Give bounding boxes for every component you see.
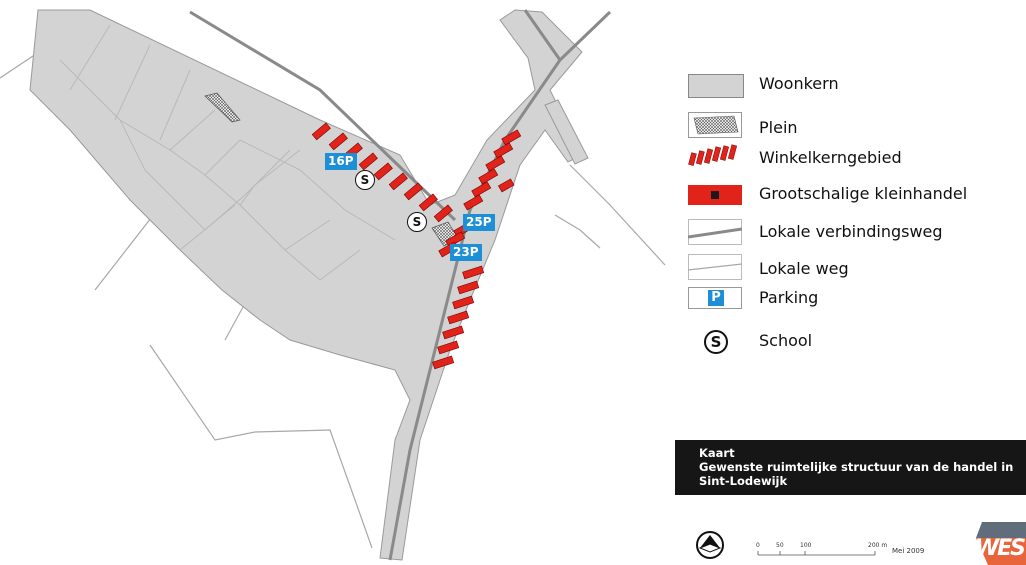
woonkern-area	[29, 9, 583, 561]
parking-icon: P	[708, 290, 724, 306]
plein-swatch	[688, 112, 742, 138]
legend-item-grootschalige-kleinhandel: Grootschalige kleinhandel	[688, 183, 1018, 213]
school-icon: S	[704, 330, 728, 354]
wes-logo: WES	[974, 522, 1026, 565]
legend-label: Plein	[759, 118, 798, 137]
parking-label-25p: 25P	[463, 214, 495, 231]
parking-swatch: P	[688, 287, 742, 309]
verbindingsweg-swatch	[688, 219, 742, 245]
legend-label: School	[759, 331, 813, 350]
legend-label: Parking	[759, 288, 819, 307]
legend-item-winkelkerngebied: Winkelkerngebied	[688, 143, 1018, 173]
legend-label: Grootschalige kleinhandel	[759, 184, 968, 203]
scale-bar: 0 50 100 200 m	[750, 540, 890, 562]
title-line-2: Gewenste ruimtelijke structuur van de ha…	[699, 460, 1014, 474]
logo-shape	[976, 522, 1026, 565]
legend-item-woonkern: Woonkern	[688, 73, 1018, 103]
plein-area	[204, 92, 241, 123]
scale-bar-line	[757, 551, 876, 556]
legend-label: Lokale weg	[759, 259, 849, 278]
grootschalige-swatch	[688, 185, 742, 205]
logo-text: WES	[974, 536, 1026, 561]
legend-label: Woonkern	[759, 74, 839, 93]
school-marker-2: S	[407, 212, 427, 232]
winkelkern-blocks	[311, 122, 522, 370]
legend-item-school: S School	[688, 330, 1018, 360]
lokale-weg-swatch	[688, 254, 742, 280]
parking-label-23p: 23P	[450, 244, 482, 261]
north-arrow-icon	[696, 531, 724, 559]
legend-label: Lokale verbindingsweg	[759, 222, 943, 241]
legend-item-lokale-verbindingsweg: Lokale verbindingsweg	[688, 219, 1018, 249]
woonkern-side-road	[544, 99, 589, 165]
local-roads-inner	[59, 24, 396, 281]
parking-label-16p: 16P	[325, 153, 357, 170]
scale-tick-200: 200 m	[868, 542, 888, 549]
map-date: Mei 2009	[892, 547, 925, 555]
title-line-1: Kaart	[699, 446, 735, 460]
title-block: Kaart Gewenste ruimtelijke structuur van…	[675, 440, 1026, 495]
winkelkern-swatch	[688, 144, 738, 166]
legend-item-lokale-weg: Lokale weg	[688, 254, 1018, 284]
legend-label: Winkelkerngebied	[759, 148, 902, 167]
legend-item-parking: P Parking	[688, 287, 1018, 317]
title-line-3: Sint-Lodewijk	[699, 474, 788, 488]
woonkern-swatch	[688, 74, 744, 98]
scale-tick-50: 50	[776, 542, 784, 549]
legend-item-plein: Plein	[688, 112, 1018, 142]
scale-tick-0: 0	[756, 542, 760, 549]
scale-tick-100: 100	[800, 542, 812, 549]
school-marker-1: S	[355, 170, 375, 190]
